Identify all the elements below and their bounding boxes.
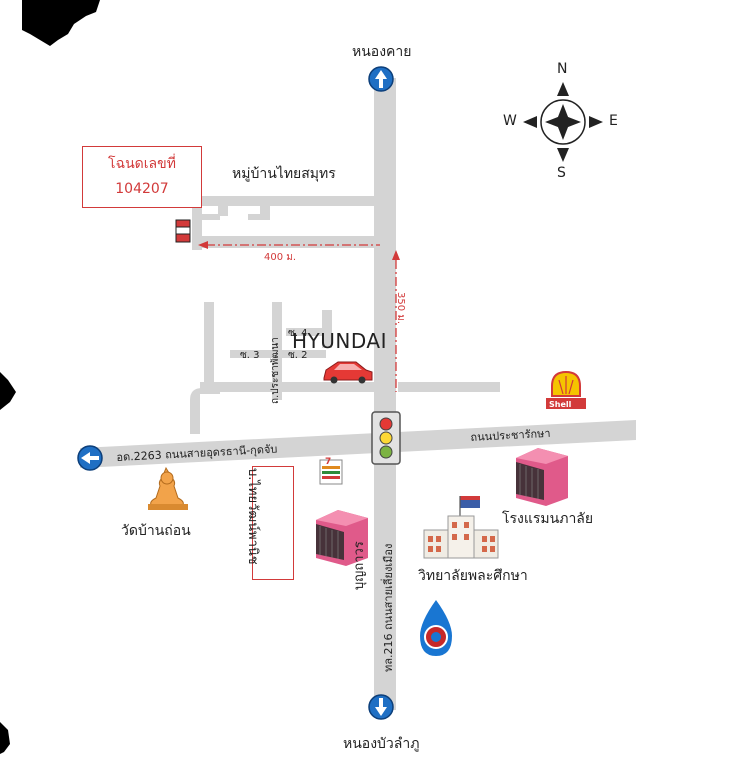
side-road-label: ถ.ประชาพัฒนา: [270, 337, 281, 404]
shop-box: [252, 466, 294, 580]
hotel-icon: [516, 448, 568, 506]
traffic-light-icon: [371, 411, 401, 465]
south-arrow-icon: [368, 694, 394, 720]
north-arrow-icon: [368, 66, 394, 92]
arrowhead-north: [392, 250, 400, 260]
arrowhead-west: [198, 241, 208, 249]
shell-text: Shell: [549, 400, 572, 409]
college-icon: [423, 496, 499, 559]
seven-text: 7: [325, 457, 332, 467]
compass-n: N: [557, 61, 568, 77]
distance-markers: [206, 244, 397, 392]
distance-350-label: 350 ม.: [395, 292, 406, 325]
college-label: วิทยาลัยพละศึกษา: [418, 568, 528, 584]
village-label: หมู่บ้านไทยสมุทร: [232, 166, 336, 182]
car-icon: [323, 361, 373, 384]
land-plot-icon: [175, 219, 191, 243]
road-west-east: [80, 420, 636, 468]
bunthawon-icon: [316, 510, 368, 566]
compass-icon: [523, 82, 603, 162]
temple-label: วัดบ้านถ่อน: [121, 523, 191, 539]
ink-blot: [0, 372, 16, 410]
ink-blot: [22, 0, 100, 46]
west-arrow-icon: [77, 445, 103, 471]
bunthawon-label: บุญถาวร: [352, 541, 367, 590]
ptt-icon: [420, 600, 452, 656]
seven-eleven-icon: [319, 459, 343, 485]
soi-3-label: ซ. 3: [240, 350, 260, 361]
south-destination-label: หนองบัวลำภู: [343, 736, 420, 752]
compass-w: W: [503, 113, 517, 129]
distance-400-label: 400 ม.: [264, 252, 297, 263]
shell-logo-icon: [546, 370, 586, 409]
soi-2-label: ซ. 2: [288, 350, 308, 361]
road-north-south: [374, 78, 396, 710]
ink-blot: [0, 722, 10, 754]
road-south-label: ทล.216 ถนนสายเลี่ยงเมือง: [382, 543, 395, 672]
north-destination-label: หนองคาย: [352, 44, 412, 60]
hotel-label: โรงแรมนภาลัย: [502, 511, 594, 527]
deed-title: โฉนดเลขที่: [108, 156, 176, 172]
deed-box: โฉนดเลขที่ 104207: [82, 146, 202, 208]
shop-label: บ.ไทยวัฒน์พานิช: [245, 468, 260, 565]
deed-number: 104207: [115, 181, 169, 197]
hyundai-label: HYUNDAI: [292, 329, 387, 353]
compass-e: E: [609, 113, 618, 129]
compass-s: S: [557, 165, 566, 181]
soi-4-label: ซ. 4: [288, 328, 308, 339]
buddha-icon: [148, 466, 188, 510]
minor-roads: [190, 196, 500, 434]
